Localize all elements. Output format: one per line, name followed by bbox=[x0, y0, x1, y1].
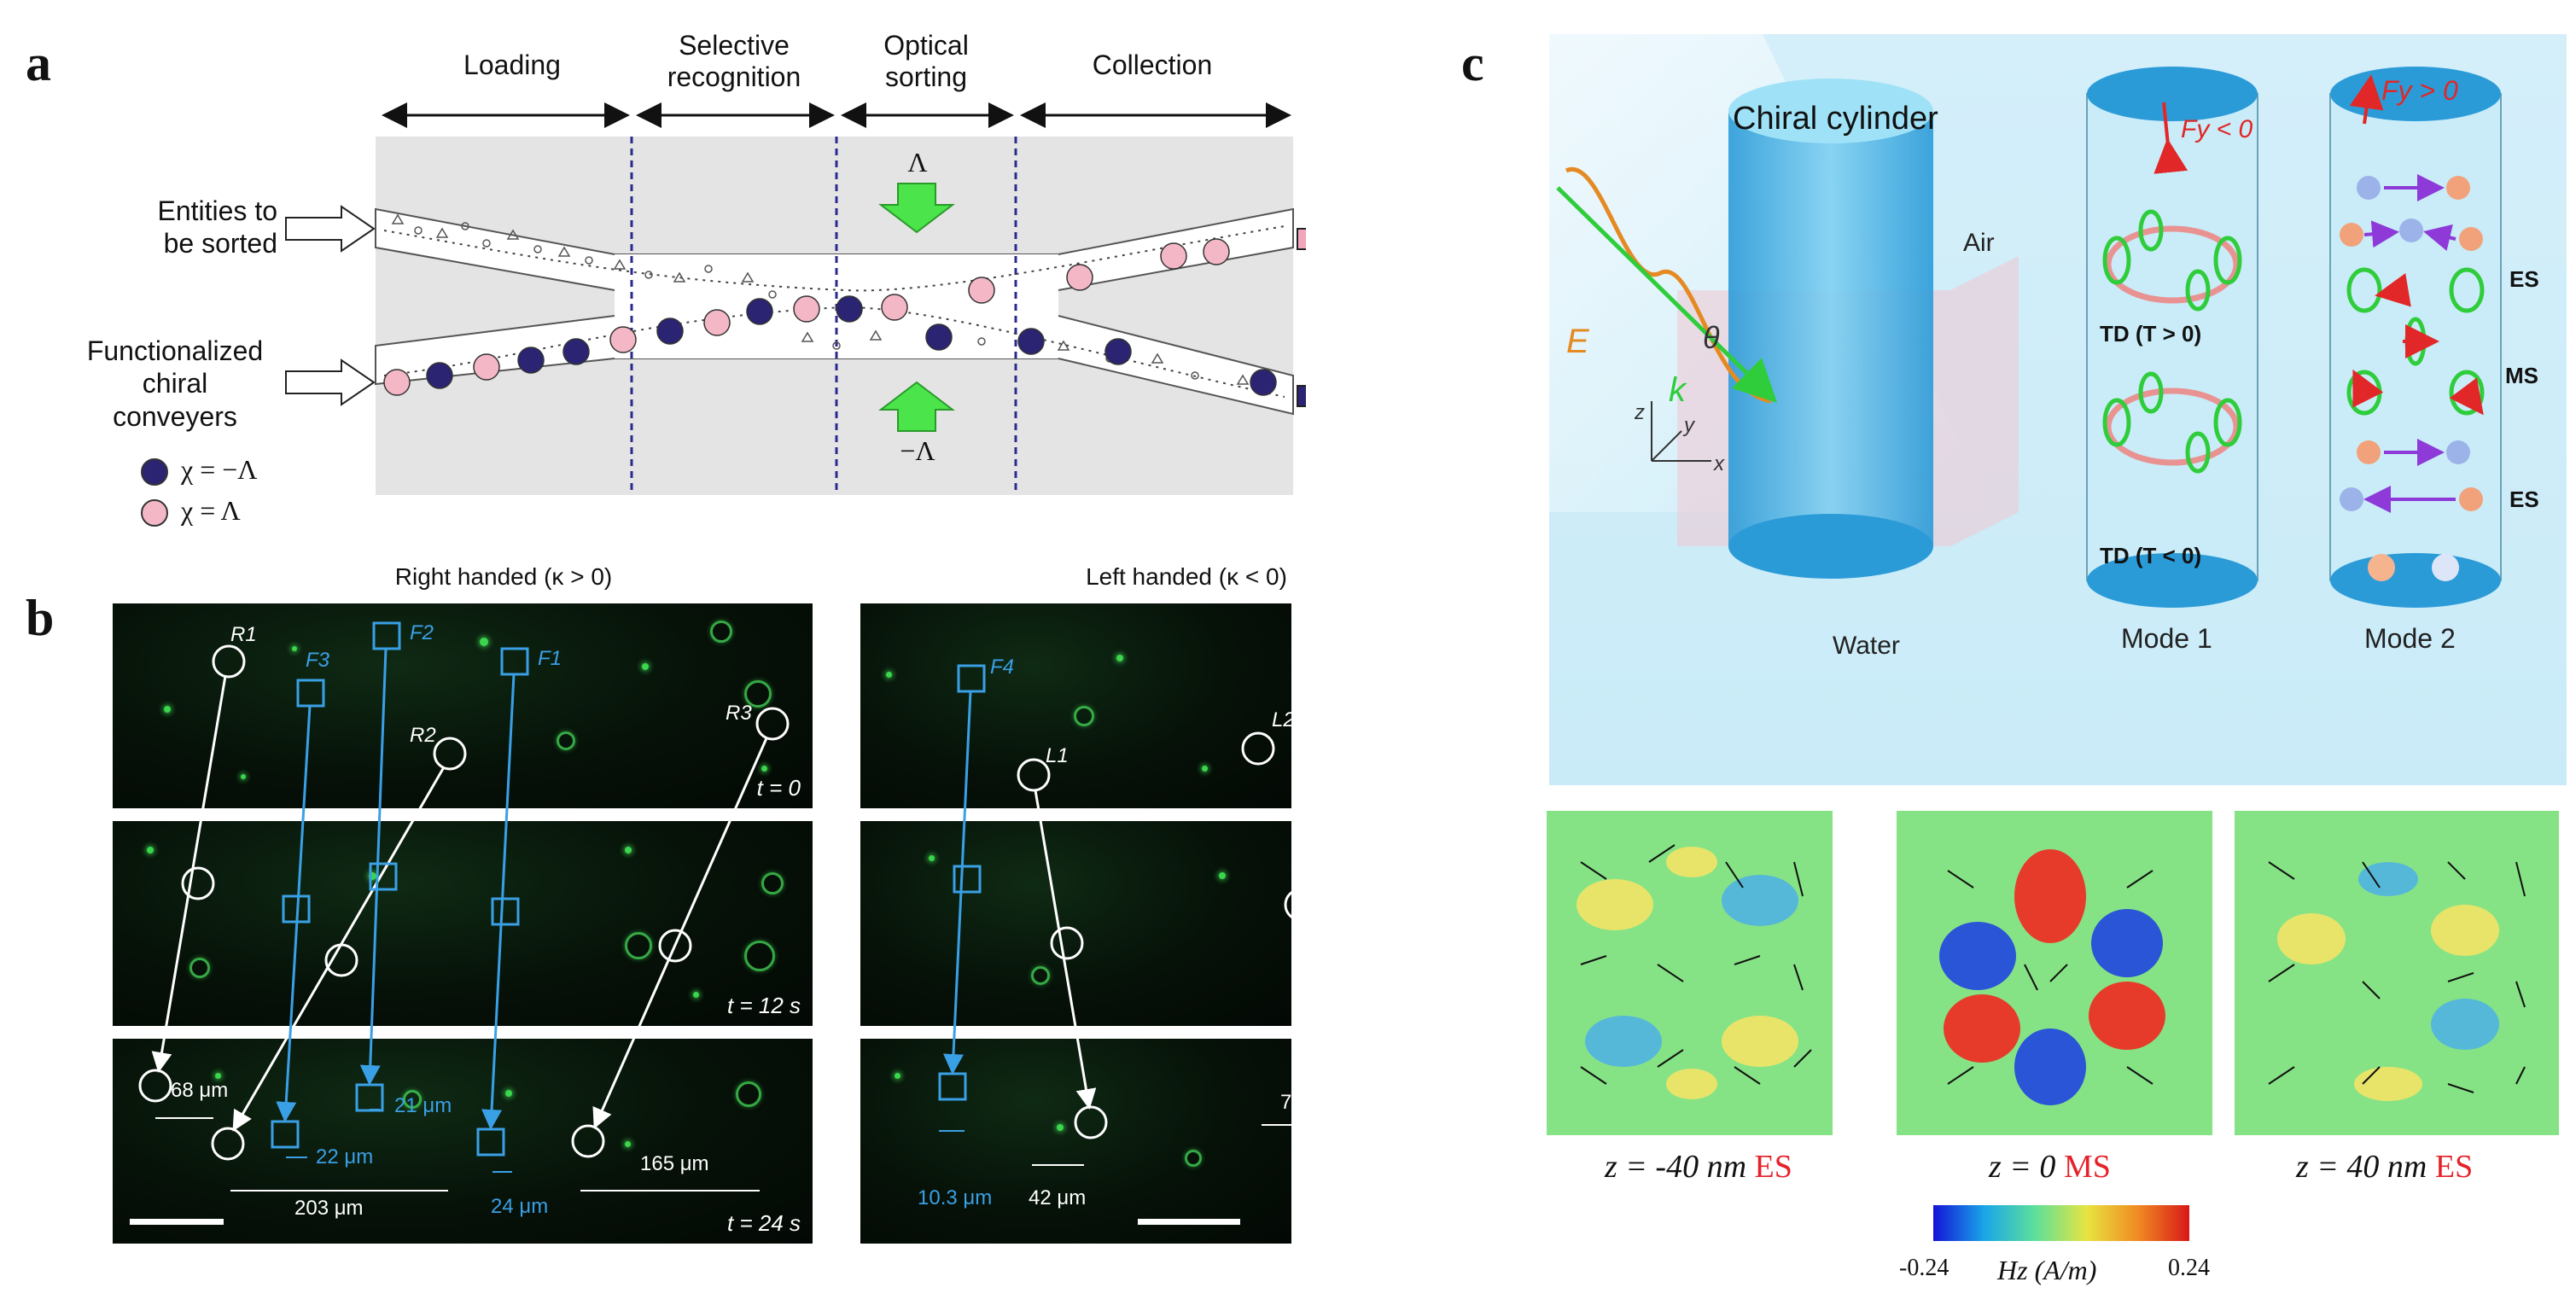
measure-10-3: 10.3 μm bbox=[918, 1186, 993, 1209]
k-label: k bbox=[1669, 371, 1686, 409]
scale-bar-left bbox=[1138, 1219, 1240, 1225]
mode2-force: Fy > 0 bbox=[2381, 75, 2458, 106]
colorbar-max: 0.24 bbox=[2168, 1255, 2210, 1281]
label-R1: R1 bbox=[230, 623, 257, 646]
caption-z-plus40: z = 40 nm ES bbox=[2296, 1149, 2474, 1185]
caption-z0: z = 0 MS bbox=[1989, 1149, 2111, 1185]
panel-a-diagram bbox=[285, 102, 1306, 495]
stage-selective-recognition: Selective recognition bbox=[667, 30, 801, 92]
td-bottom-label: TD (T < 0) bbox=[2100, 543, 2202, 568]
legend-dark-swatch bbox=[141, 458, 168, 486]
measure-21: 21 μm bbox=[394, 1094, 452, 1117]
theta-label: θ bbox=[1703, 320, 1720, 355]
measure-22: 22 μm bbox=[316, 1145, 374, 1168]
mode1-label: Mode 1 bbox=[2121, 623, 2212, 654]
pink-outlet-arrow bbox=[1297, 228, 1306, 250]
es-bottom-label: ES bbox=[2509, 487, 2539, 512]
lambda-bottom-label: −Λ bbox=[900, 435, 935, 466]
air-label: Air bbox=[1963, 229, 1995, 257]
axis-x: x bbox=[1714, 452, 1724, 475]
measure-203: 203 μm bbox=[294, 1197, 364, 1220]
td-top-label: TD (T > 0) bbox=[2100, 321, 2202, 347]
caption-z-minus40: z = -40 nm ES bbox=[1605, 1149, 1792, 1185]
field-map-z-plus40 bbox=[2235, 811, 2559, 1135]
right-frame-t0: t = 0 bbox=[113, 603, 813, 808]
scale-bar-right bbox=[130, 1219, 224, 1225]
conveyers-label: Functionalized chiral conveyers bbox=[86, 335, 264, 432]
label-L2: L2 bbox=[1272, 708, 1295, 731]
axis-y: y bbox=[1684, 414, 1694, 437]
time-label-24: t = 24 s bbox=[727, 1210, 801, 1236]
small-entities bbox=[391, 213, 1250, 385]
panel-a-letter: a bbox=[26, 35, 51, 91]
conveyers-inlet-arrow bbox=[285, 358, 376, 406]
time-label-12: t = 12 s bbox=[727, 993, 801, 1018]
right-handed-title: Right handed (κ > 0) bbox=[394, 563, 613, 590]
measure-24: 24 μm bbox=[491, 1195, 549, 1218]
E-label: E bbox=[1566, 323, 1589, 360]
label-F1: F1 bbox=[538, 647, 562, 670]
stage-loading: Loading bbox=[463, 50, 561, 80]
conveyer-particles bbox=[383, 238, 1277, 396]
right-frame-t24: t = 24 s bbox=[113, 1039, 813, 1244]
measure-75: 75 μm bbox=[1280, 1091, 1338, 1114]
entities-label: Entities to be sorted bbox=[157, 195, 277, 259]
lambda-top-label: Λ bbox=[907, 147, 928, 178]
stage-optical-sorting: Optical sorting bbox=[883, 30, 969, 92]
left-frame-t12 bbox=[860, 821, 1291, 1026]
label-R2: R2 bbox=[410, 724, 436, 747]
left-handed-title: Left handed (κ < 0) bbox=[1086, 563, 1287, 590]
legend-pink-swatch bbox=[141, 499, 168, 527]
time-label-0: t = 0 bbox=[756, 775, 801, 801]
mode2-charges bbox=[2340, 176, 2483, 581]
label-F3: F3 bbox=[306, 649, 330, 672]
scene-drawing bbox=[1549, 34, 2502, 608]
label-F4: F4 bbox=[990, 656, 1015, 679]
legend-pink-label: χ = Λ bbox=[181, 495, 241, 526]
field-map-z0 bbox=[1897, 811, 2212, 1135]
right-frame-t12: t = 12 s bbox=[113, 821, 813, 1026]
label-R3: R3 bbox=[726, 702, 752, 725]
left-frame-t24 bbox=[860, 1039, 1291, 1244]
ms-label: MS bbox=[2505, 363, 2538, 388]
panel-b-letter: b bbox=[26, 590, 55, 646]
blue-outlet-arrow bbox=[1297, 385, 1306, 407]
label-F2: F2 bbox=[410, 621, 434, 644]
colorbar bbox=[1933, 1205, 2189, 1241]
entities-inlet-arrow bbox=[285, 205, 376, 253]
measure-68: 68 μm bbox=[171, 1079, 229, 1102]
measure-165: 165 μm bbox=[640, 1152, 709, 1175]
panel-c-scene: Chiral cylinder Air Water E k θ z y x Fy… bbox=[1549, 34, 2567, 785]
panel-c-letter: c bbox=[1461, 35, 1484, 91]
mode2-label: Mode 2 bbox=[2364, 623, 2456, 654]
legend-dark-label: χ = −Λ bbox=[181, 454, 258, 485]
lambda-force-arrow-top bbox=[878, 183, 955, 234]
stage-collection: Collection bbox=[1092, 50, 1213, 80]
panel-b-tracks bbox=[151, 621, 1097, 1173]
measure-42: 42 μm bbox=[1029, 1186, 1087, 1209]
chiral-cylinder-title: Chiral cylinder bbox=[1733, 101, 1938, 137]
colorbar-min: -0.24 bbox=[1899, 1255, 1949, 1281]
water-label: Water bbox=[1833, 632, 1900, 660]
es-top-label: ES bbox=[2509, 266, 2539, 292]
label-L1: L1 bbox=[1046, 744, 1069, 767]
left-frame-t0 bbox=[860, 603, 1291, 808]
field-map-z-minus40 bbox=[1547, 811, 1833, 1135]
mode1-force: Fy < 0 bbox=[2181, 115, 2253, 143]
axis-z: z bbox=[1635, 401, 1645, 424]
lambda-force-arrow-bottom bbox=[878, 381, 955, 432]
colorbar-label: Hz (A/m) bbox=[1997, 1255, 2097, 1285]
